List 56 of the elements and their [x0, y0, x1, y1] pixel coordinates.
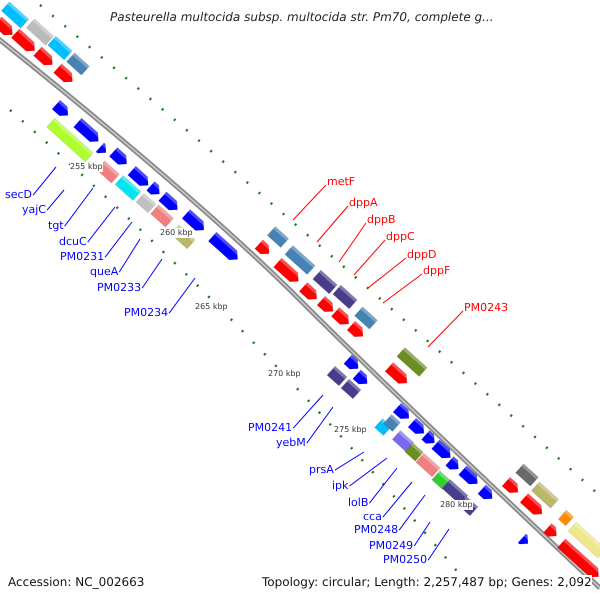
gene-label: lolB [348, 496, 368, 509]
gene-label: dppD [407, 248, 436, 261]
gene-label: queA [90, 265, 118, 278]
leader-line [428, 310, 464, 348]
gene-label: dppA [349, 196, 378, 209]
leader-line [338, 222, 366, 262]
leader-line [142, 258, 162, 289]
leader-line [306, 406, 334, 444]
gene-label: dppC [386, 230, 415, 243]
leader-line [368, 258, 406, 288]
scale-label: 255 kbp [70, 162, 103, 172]
gene-label: PM0233 [97, 281, 142, 294]
scale-label: 270 kbp [268, 369, 301, 379]
gene-label: cca [363, 510, 382, 523]
leader-line [316, 206, 348, 242]
leader-line [428, 528, 450, 561]
leader-line [292, 394, 324, 429]
gene-label: metF [327, 175, 356, 188]
gene-label: PM0249 [369, 539, 414, 552]
leader-line [398, 494, 426, 531]
leader-line [104, 222, 132, 258]
leader-line [118, 238, 140, 273]
leader-line [368, 468, 398, 504]
gene-label: ipk [332, 479, 348, 492]
scale-label: 280 kbp [440, 500, 473, 510]
gene-label: PM0248 [354, 523, 398, 536]
leader-line [382, 482, 412, 518]
leader-line [382, 274, 422, 304]
gene-label: PM0250 [383, 553, 428, 566]
leader-line [168, 278, 196, 314]
gene-label: prsA [309, 463, 334, 476]
gene-label: PM0243 [464, 301, 508, 314]
gene-label: yebM [276, 436, 306, 449]
gene-label: PM0234 [124, 306, 168, 319]
leader-line [32, 166, 56, 196]
gene-label: dcuC [59, 235, 87, 248]
leader-line [334, 452, 364, 471]
leader-line [348, 458, 388, 487]
gene-label: PM0231 [60, 250, 104, 263]
gene-label: tgt [48, 219, 64, 232]
leader-line [46, 190, 64, 211]
leader-line [414, 522, 430, 547]
scale-label: 260 kbp [160, 228, 193, 238]
leader-line [87, 206, 116, 243]
scale-label: 275 kbp [334, 425, 367, 435]
gene-label: dppB [367, 213, 396, 226]
title: Pasteurella multocida subsp. multocida str. Pm70, complete g... [110, 10, 494, 24]
gene-label: PM0241 [248, 421, 292, 434]
scale-label: 265 kbp [195, 302, 228, 312]
accession-text: Accession: NC_002663 [8, 575, 144, 589]
gene-label: dppF [423, 264, 450, 277]
gene-label: secD [5, 188, 32, 201]
leader-line [292, 184, 326, 220]
gene-label: yajC [22, 203, 46, 216]
leader-line [354, 240, 386, 276]
leader-line [64, 188, 94, 227]
